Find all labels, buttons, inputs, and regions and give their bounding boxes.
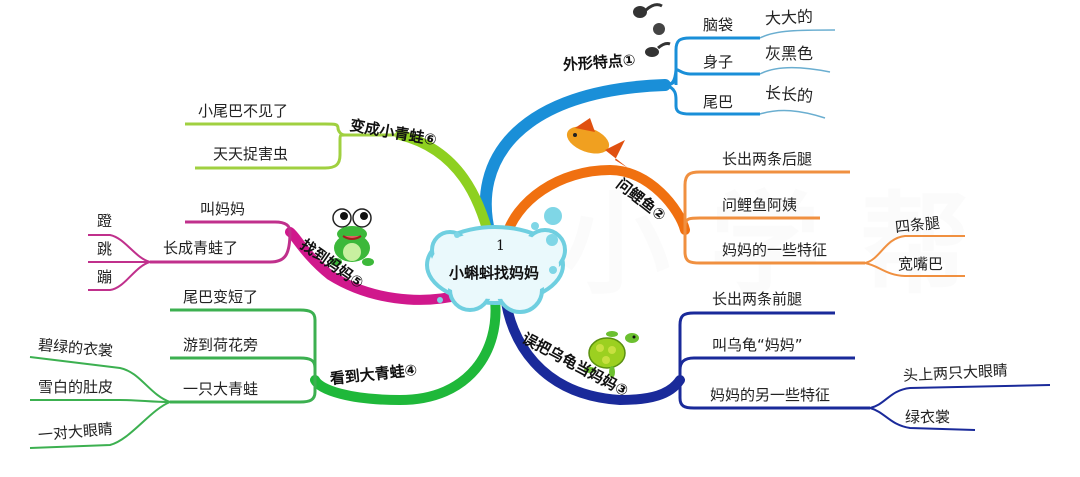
- branch-5-line: [285, 227, 465, 305]
- branch-1-child-2-value: 灰黑色: [765, 44, 814, 63]
- branch-1-child-1: 脑袋: [703, 16, 734, 34]
- branch-5-grandchild-2: 跳: [97, 240, 113, 258]
- branch-3-line: [500, 290, 685, 406]
- branch-5-child-2: 长成青蛙了: [163, 239, 239, 257]
- branch-2-child-1: 长出两条后腿: [722, 150, 813, 168]
- branch-6-line: [395, 130, 495, 245]
- branch-2-child-3: 妈妈的一些特征: [722, 241, 828, 259]
- branch-1-child-1-value: 大大的: [764, 6, 814, 29]
- branch-1-child-3-value: 长长的: [764, 82, 814, 107]
- branch-3-child-1: 长出两条前腿: [712, 290, 803, 308]
- branch-4-grandchild-2: 雪白的肚皮: [38, 378, 114, 396]
- watermark: 小学帮: [560, 181, 1010, 309]
- branch-6-child-2: 天天捉害虫: [213, 145, 289, 163]
- frog-icon: [330, 208, 374, 266]
- branch-1-line: [479, 79, 671, 241]
- branch-5-grandchild-3: 蹦: [97, 268, 113, 286]
- branch-3-grandchild-2: 绿衣裳: [905, 408, 951, 426]
- branch-4-child-1: 尾巴变短了: [183, 288, 259, 306]
- center-cloud: [425, 207, 567, 314]
- branch-4-child-2: 游到荷花旁: [183, 336, 259, 354]
- branch-5-child-1: 叫妈妈: [200, 200, 246, 218]
- branch-4-child-3: 一只大青蛙: [183, 380, 259, 398]
- branch-3-child-2: 叫乌龟“妈妈”: [712, 336, 803, 354]
- branch-1-child-3: 尾巴: [703, 93, 734, 111]
- center-number: 1: [496, 238, 505, 254]
- branch-2-child-2: 问鲤鱼阿姨: [722, 196, 798, 214]
- branch-5-grandchild-1: 蹬: [97, 212, 113, 230]
- branch-2-line: [500, 164, 690, 245]
- tadpole-icon: [633, 3, 671, 57]
- turtle-icon: [584, 331, 639, 378]
- branch-6-child-1: 小尾巴不见了: [198, 102, 289, 120]
- center-title: 小蝌蚪找妈妈: [449, 264, 540, 282]
- goldfish-icon: [566, 118, 628, 168]
- branch-2-grandchild-2: 宽嘴巴: [898, 255, 944, 273]
- branch-1-child-2: 身子: [703, 53, 734, 71]
- branch-4-line: [310, 295, 501, 406]
- branch-3-child-3: 妈妈的另一些特征: [710, 386, 831, 404]
